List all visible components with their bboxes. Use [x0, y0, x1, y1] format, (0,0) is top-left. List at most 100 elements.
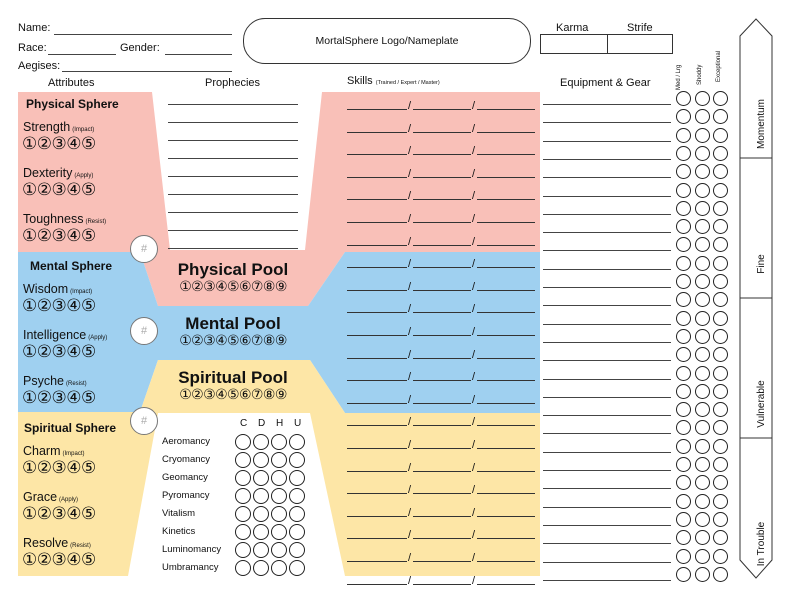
exceptional-checkbox[interactable] — [713, 91, 728, 106]
resolve-dots[interactable]: ①②③④⑤ — [22, 550, 96, 570]
exceptional-checkbox[interactable] — [713, 164, 728, 180]
equipment-line[interactable] — [543, 305, 671, 307]
exceptional-checkbox[interactable] — [713, 402, 728, 418]
equipment-line[interactable] — [543, 451, 671, 453]
skill-row[interactable]: // — [347, 482, 537, 496]
shoddy-checkbox[interactable] — [695, 475, 710, 491]
equipment-line[interactable] — [543, 415, 671, 417]
shoddy-checkbox[interactable] — [695, 530, 710, 546]
element-c-checkbox[interactable] — [235, 542, 251, 558]
shoddy-checkbox[interactable] — [695, 182, 710, 198]
med-lrg-checkbox[interactable] — [676, 219, 691, 235]
spiritual-hash-circle[interactable]: # — [130, 407, 158, 435]
charm-dots[interactable]: ①②③④⑤ — [22, 458, 96, 478]
exceptional-checkbox[interactable] — [713, 237, 728, 253]
element-c-checkbox[interactable] — [235, 452, 251, 468]
shoddy-checkbox[interactable] — [695, 438, 710, 454]
shoddy-checkbox[interactable] — [695, 457, 710, 472]
med-lrg-checkbox[interactable] — [676, 420, 691, 436]
element-d-checkbox[interactable] — [253, 524, 269, 540]
equipment-line[interactable] — [543, 378, 671, 380]
exceptional-checkbox[interactable] — [713, 475, 728, 491]
exceptional-checkbox[interactable] — [713, 310, 728, 326]
equipment-line[interactable] — [543, 524, 671, 526]
element-u-checkbox[interactable] — [289, 452, 305, 468]
med-lrg-checkbox[interactable] — [676, 566, 691, 582]
skill-row[interactable]: // — [347, 279, 537, 293]
equipment-line[interactable] — [543, 287, 671, 288]
equipment-line[interactable] — [543, 341, 671, 343]
med-lrg-checkbox[interactable] — [676, 255, 691, 271]
equipment-line[interactable] — [543, 158, 671, 160]
equipment-line[interactable] — [543, 250, 671, 252]
element-d-checkbox[interactable] — [253, 434, 269, 450]
shoddy-checkbox[interactable] — [695, 310, 710, 326]
med-lrg-checkbox[interactable] — [676, 475, 691, 491]
physical-pool-dots[interactable]: ①②③④⑤⑥⑦⑧⑨ — [179, 279, 287, 295]
skill-row[interactable]: // — [347, 573, 537, 587]
element-u-checkbox[interactable] — [289, 434, 305, 450]
skill-row[interactable]: // — [347, 256, 537, 270]
strength-dots[interactable]: ①②③④⑤ — [22, 134, 96, 154]
skill-row[interactable]: // — [347, 121, 537, 135]
equipment-line[interactable] — [543, 488, 671, 490]
wisdom-dots[interactable]: ①②③④⑤ — [22, 296, 96, 316]
exceptional-checkbox[interactable] — [713, 438, 728, 454]
shoddy-checkbox[interactable] — [695, 328, 710, 344]
element-h-checkbox[interactable] — [271, 560, 287, 576]
exceptional-checkbox[interactable] — [713, 109, 728, 125]
shoddy-checkbox[interactable] — [695, 200, 710, 216]
equipment-line[interactable] — [543, 360, 671, 362]
equipment-line[interactable] — [543, 506, 671, 508]
shoddy-checkbox[interactable] — [695, 548, 710, 564]
med-lrg-checkbox[interactable] — [676, 237, 691, 253]
exceptional-checkbox[interactable] — [713, 292, 728, 308]
shoddy-checkbox[interactable] — [695, 493, 710, 509]
element-u-checkbox[interactable] — [289, 506, 305, 522]
shoddy-checkbox[interactable] — [695, 365, 710, 381]
karma-box[interactable] — [540, 34, 608, 54]
toughness-dots[interactable]: ①②③④⑤ — [22, 226, 96, 246]
element-u-checkbox[interactable] — [289, 542, 305, 558]
element-d-checkbox[interactable] — [253, 470, 269, 486]
skill-row[interactable]: // — [347, 188, 537, 202]
exceptional-checkbox[interactable] — [713, 457, 728, 472]
element-c-checkbox[interactable] — [235, 434, 251, 450]
med-lrg-checkbox[interactable] — [676, 200, 691, 216]
grace-dots[interactable]: ①②③④⑤ — [22, 504, 96, 524]
exceptional-checkbox[interactable] — [713, 274, 728, 289]
med-lrg-checkbox[interactable] — [676, 438, 691, 454]
element-u-checkbox[interactable] — [289, 470, 305, 486]
exceptional-checkbox[interactable] — [713, 566, 728, 582]
skill-row[interactable]: // — [347, 369, 537, 383]
element-h-checkbox[interactable] — [271, 452, 287, 468]
med-lrg-checkbox[interactable] — [676, 182, 691, 198]
exceptional-checkbox[interactable] — [713, 383, 728, 399]
med-lrg-checkbox[interactable] — [676, 347, 691, 363]
exceptional-checkbox[interactable] — [713, 200, 728, 216]
exceptional-checkbox[interactable] — [713, 182, 728, 198]
element-d-checkbox[interactable] — [253, 560, 269, 576]
element-u-checkbox[interactable] — [289, 524, 305, 540]
med-lrg-checkbox[interactable] — [676, 383, 691, 399]
skill-row[interactable]: // — [347, 301, 537, 315]
skill-row[interactable]: // — [347, 347, 537, 361]
med-lrg-checkbox[interactable] — [676, 127, 691, 143]
exceptional-checkbox[interactable] — [713, 548, 728, 564]
equipment-line[interactable] — [543, 543, 671, 545]
med-lrg-checkbox[interactable] — [676, 493, 691, 509]
exceptional-checkbox[interactable] — [713, 145, 728, 161]
equipment-line[interactable] — [543, 396, 671, 398]
equipment-line[interactable] — [543, 268, 671, 270]
med-lrg-checkbox[interactable] — [676, 109, 691, 125]
element-u-checkbox[interactable] — [289, 560, 305, 576]
element-d-checkbox[interactable] — [253, 488, 269, 504]
equipment-line[interactable] — [543, 561, 671, 563]
equipment-line[interactable] — [543, 140, 671, 142]
shoddy-checkbox[interactable] — [695, 402, 710, 418]
element-d-checkbox[interactable] — [253, 452, 269, 468]
element-h-checkbox[interactable] — [271, 524, 287, 540]
mental-pool-dots[interactable]: ①②③④⑤⑥⑦⑧⑨ — [179, 333, 287, 349]
mental-hash-circle[interactable]: # — [130, 317, 158, 345]
med-lrg-checkbox[interactable] — [676, 91, 691, 106]
